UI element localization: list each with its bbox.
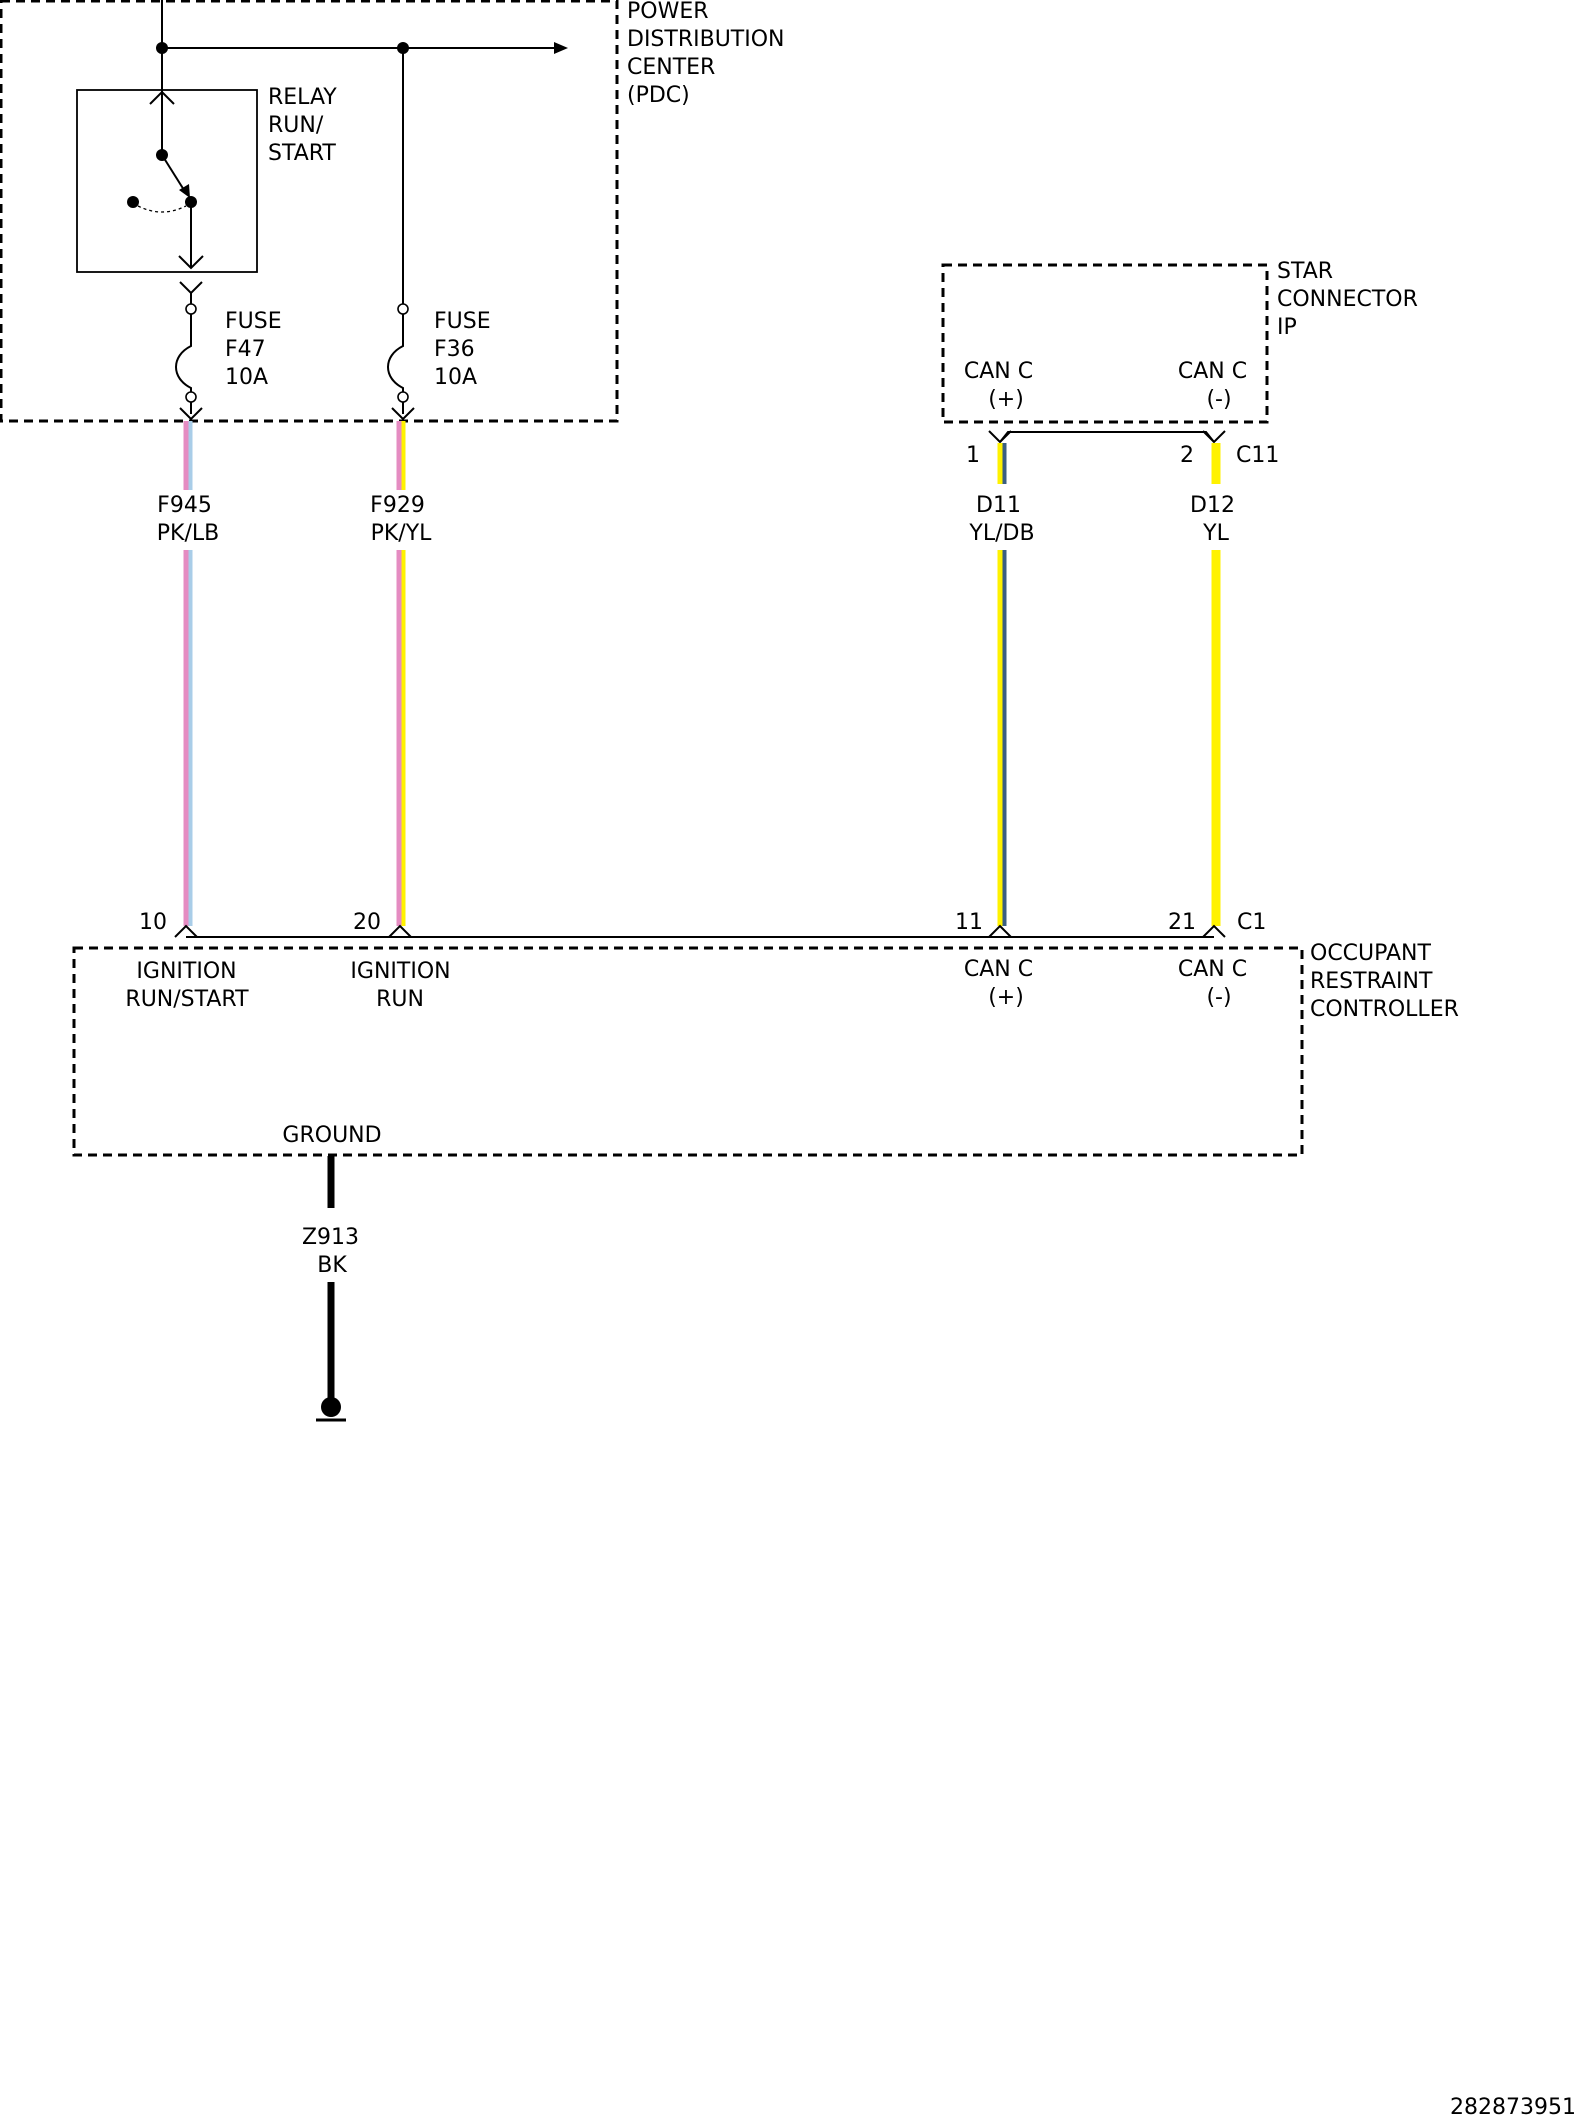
wire-f929-segment	[396, 421, 406, 490]
wire-f945-tracer	[188, 421, 193, 490]
wire-f929-label: F929 PK/YL	[370, 493, 432, 546]
pdc-name: POWER DISTRIBUTION CENTER (PDC)	[627, 0, 792, 108]
wire-d11-segment	[997, 443, 1007, 484]
wire-layer	[183, 421, 1221, 1398]
relay-box	[76, 89, 258, 273]
connector-fork-icon	[179, 281, 203, 295]
bus-arrow-icon	[554, 42, 568, 54]
pdc-box	[0, 0, 619, 423]
wire-f929-tracer	[401, 421, 406, 490]
orc-box	[72, 946, 1304, 1157]
relay-open-contact-dot	[127, 196, 139, 208]
orc-pin-20-chevron-icon	[388, 924, 412, 938]
orc-ground-label: GROUND	[282, 1123, 381, 1148]
orc-module: 10 20 11 21 C1 OCCUPANT RESTRAINT CONTRO…	[72, 910, 1459, 1157]
fuse-out-chevron-icon	[179, 407, 203, 421]
star-bus-bar	[999, 431, 1215, 443]
orc-pin-label-can-c-plus: CAN C (+)	[964, 957, 1040, 1010]
wire-d12-segment	[1211, 550, 1221, 926]
star-connector-name: STAR CONNECTOR IP	[1277, 259, 1425, 340]
fuse-f47: FUSE F47 10A	[175, 281, 289, 421]
wire-z913-segment	[327, 1282, 335, 1398]
fuse-f47-label: FUSE F47 10A	[225, 309, 289, 390]
relay-arm-arrow-icon	[179, 184, 190, 198]
wire-d12-segment	[1211, 443, 1221, 484]
orc-pin-label-ignition-run-start: IGNITION RUN/START	[125, 959, 249, 1012]
relay-switch-arm	[161, 154, 185, 191]
relay-in-chevron-icon	[149, 90, 175, 105]
star-pin-label-can-c-plus: CAN C (+)	[964, 359, 1040, 412]
star-pin-1-number: 1	[966, 443, 980, 468]
fuse-out-chevron-icon	[391, 407, 415, 421]
wire-f945-label: F945 PK/LB	[157, 493, 219, 546]
fuse-symbol-icon	[175, 314, 192, 392]
wire-d11-tracer	[1002, 550, 1007, 926]
wire-d11-segment	[997, 550, 1007, 926]
pdc-module: POWER DISTRIBUTION CENTER (PDC) RELAY	[0, 0, 792, 423]
star-connector-module: STAR CONNECTOR IP CAN C (+) CAN C (-) 1 …	[941, 259, 1425, 468]
star-pin-label-can-c-minus: CAN C (-)	[1178, 359, 1254, 412]
wire-f929-tracer	[401, 550, 406, 926]
wire-z913-label: Z913 BK	[302, 1225, 366, 1278]
relay-travel-arc	[137, 205, 187, 213]
star-pin-2-chevron-icon	[1202, 430, 1226, 444]
star-pin-2-number: 2	[1180, 443, 1194, 468]
orc-pin-21-chevron-icon	[1202, 924, 1226, 938]
wire-z913-segment	[327, 1156, 335, 1208]
fuse-symbol-icon	[387, 314, 404, 392]
wire-d11-tracer	[1002, 443, 1007, 484]
fuse-f36: FUSE F36 10A	[387, 48, 498, 421]
wire-d12-label: D12 YL	[1190, 493, 1242, 546]
wire-d11-label: D11 YL/DB	[968, 493, 1034, 546]
fuse-f36-label: FUSE F36 10A	[434, 309, 498, 390]
wire-f945-segment	[183, 550, 193, 926]
ground-symbol-icon	[316, 1397, 346, 1422]
orc-pin-11-number: 11	[955, 910, 983, 935]
orc-pin-label-can-c-minus: CAN C (-)	[1178, 957, 1254, 1010]
doc-id: 282873951	[1450, 2095, 1576, 2118]
relay-out-arrow-icon	[178, 255, 204, 270]
wire-f945-segment	[183, 421, 193, 490]
orc-name: OCCUPANT RESTRAINT CONTROLLER	[1310, 941, 1459, 1022]
relay-label: RELAY RUN/ START	[268, 85, 344, 166]
orc-pin-11-chevron-icon	[988, 924, 1012, 938]
wire-f945-tracer	[188, 550, 193, 926]
orc-pin-10-number: 10	[139, 910, 167, 935]
star-pin-1-chevron-icon	[988, 430, 1012, 444]
relay-run-start: RELAY RUN/ START	[76, 48, 344, 273]
orc-pin-label-ignition-run: IGNITION RUN	[350, 959, 457, 1012]
star-connector-id: C11	[1236, 443, 1279, 468]
orc-pin-20-number: 20	[353, 910, 381, 935]
orc-connector-id: C1	[1237, 910, 1266, 935]
wire-f929-segment	[396, 550, 406, 926]
orc-pin-10-chevron-icon	[174, 924, 198, 938]
orc-pin-21-number: 21	[1168, 910, 1196, 935]
